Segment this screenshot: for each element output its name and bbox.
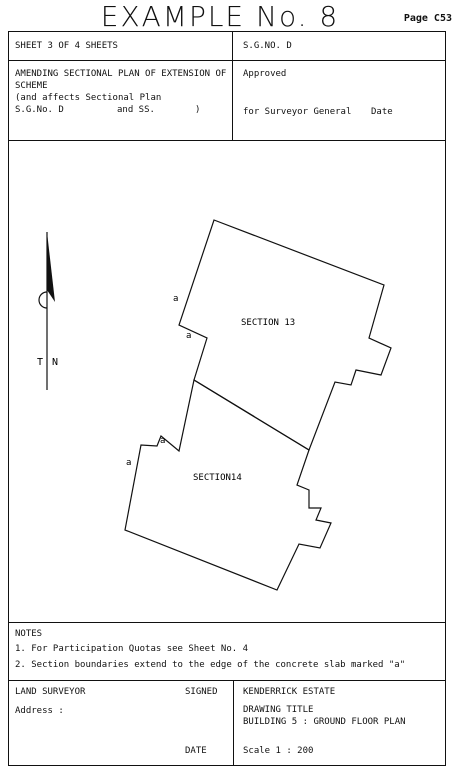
- north-n-label: N: [52, 357, 58, 368]
- slab-mark-a: a: [126, 458, 131, 468]
- header-divider-1: [9, 60, 445, 61]
- slab-mark-a: a: [160, 436, 165, 446]
- section-14-outline: [124, 379, 332, 591]
- scale-label: Scale 1 : 200: [243, 746, 314, 756]
- approved-label: Approved: [243, 69, 287, 79]
- plan-sheet-frame: SHEET 3 OF 4 SHEETS S.G.NO. D AMENDING S…: [8, 31, 446, 766]
- footer-divider: [9, 680, 445, 681]
- drawing-title: BUILDING 5 : GROUND FLOOR PLAN: [243, 717, 406, 727]
- drawing-title-label: DRAWING TITLE: [243, 705, 314, 715]
- floor-plan-drawing: T N SECTION 13 SECTION14 a a a a: [37, 219, 392, 591]
- signed-label: SIGNED: [185, 687, 218, 697]
- document-title: EXAMPLE No. 8: [100, 0, 340, 33]
- section-13-label: SECTION 13: [241, 318, 295, 328]
- approval-date-label: Date: [371, 107, 393, 117]
- north-arrow-icon: [38, 232, 55, 390]
- plan-description-line2: SCHEME: [15, 81, 48, 91]
- sheet-number: SHEET 3 OF 4 SHEETS: [15, 41, 118, 51]
- page-label: Page C53: [403, 13, 452, 24]
- header-divider-2: [9, 140, 445, 141]
- note-item: 2. Section boundaries extend to the edge…: [15, 660, 406, 670]
- north-t-label: T: [37, 357, 43, 368]
- slab-mark-a: a: [173, 294, 178, 304]
- plan-ss-number: and SS.: [117, 105, 155, 115]
- section-13-outline: [178, 219, 392, 451]
- address-label: Address :: [15, 706, 64, 716]
- plan-description-line1: AMENDING SECTIONAL PLAN OF EXTENSION OF: [15, 69, 227, 79]
- header-vertical-divider: [232, 32, 233, 140]
- notes-divider: [9, 622, 445, 623]
- land-surveyor-label: LAND SURVEYOR: [15, 687, 86, 697]
- sg-number: S.G.NO. D: [243, 41, 292, 51]
- plan-description-line3: (and affects Sectional Plan: [15, 93, 162, 103]
- note-item: 1. For Participation Quotas see Sheet No…: [15, 644, 248, 654]
- estate-name: KENDERRICK ESTATE: [243, 687, 336, 697]
- plan-close-paren: ): [195, 105, 201, 115]
- plan-sg-number: S.G.No. D: [15, 105, 64, 115]
- notes-heading: NOTES: [15, 629, 43, 639]
- slab-mark-a: a: [186, 331, 191, 341]
- surveyor-date-label: DATE: [185, 746, 207, 756]
- surveyor-general-label: for Surveyor General: [243, 107, 352, 117]
- section-14-label: SECTION14: [193, 473, 242, 483]
- footer-vertical-divider: [233, 680, 234, 766]
